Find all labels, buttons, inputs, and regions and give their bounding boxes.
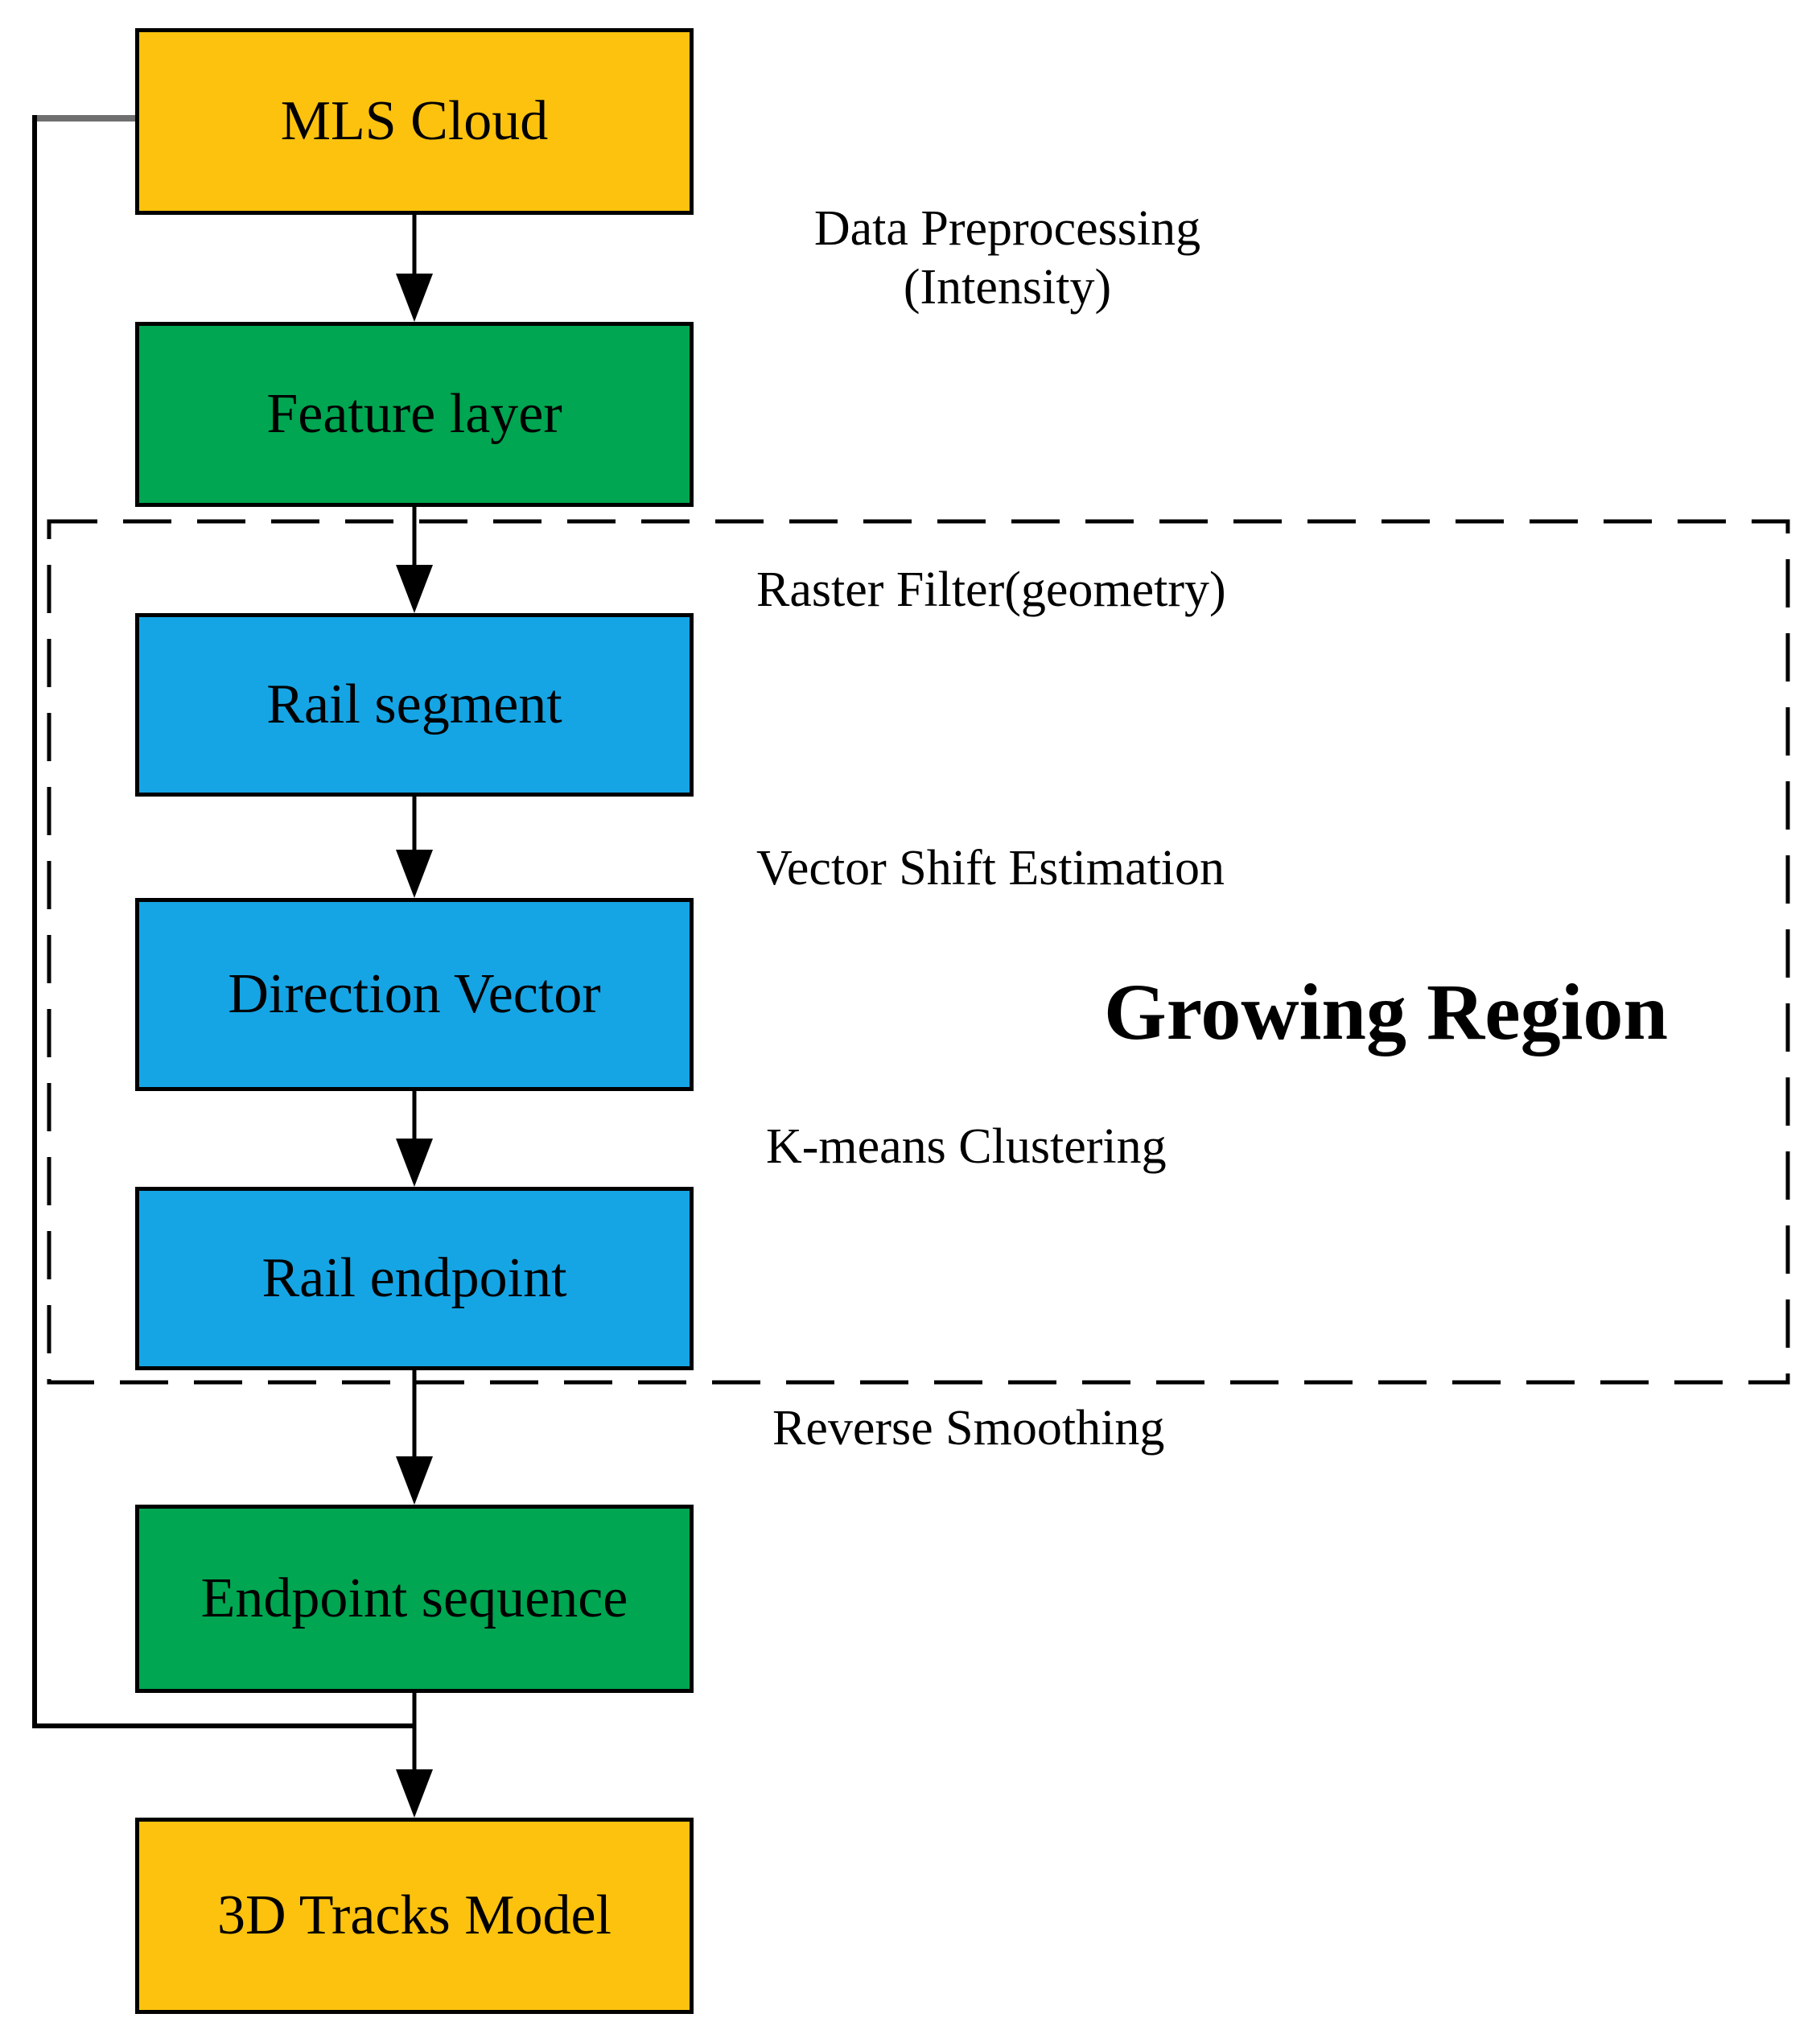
node-feature-layer-label: Feature layer <box>266 383 562 445</box>
annotation-vector-shift-estimation: Vector Shift Estimation <box>756 841 1225 896</box>
feedback-loop-line <box>32 115 414 1728</box>
node-3d-tracks-model-label: 3D Tracks Model <box>216 1884 612 1946</box>
annotation-raster-filter: Raster Filter(geometry) <box>756 562 1226 617</box>
arrow-sequence-to-model-head <box>396 1769 433 1818</box>
node-direction-vector: Direction Vector <box>135 898 694 1091</box>
node-mls-cloud: MLS Cloud <box>135 28 694 215</box>
node-endpoint-sequence: Endpoint sequence <box>135 1505 694 1693</box>
node-3d-tracks-model: 3D Tracks Model <box>135 1818 694 2014</box>
arrow-direction-to-endpoint-head <box>396 1139 433 1187</box>
annotation-reverse-smoothing: Reverse Smoothing <box>772 1401 1165 1456</box>
node-mls-cloud-label: MLS Cloud <box>280 90 549 152</box>
node-rail-segment: Rail segment <box>135 613 694 797</box>
annotation-data-preprocessing-line2: (Intensity) <box>903 260 1112 315</box>
node-rail-endpoint: Rail endpoint <box>135 1187 694 1370</box>
node-direction-vector-label: Direction Vector <box>228 963 601 1025</box>
arrow-feature-to-railsegment-head <box>396 565 433 613</box>
growing-region-title: Growing Region <box>1104 967 1668 1056</box>
arrow-railsegment-to-direction-head <box>396 850 433 898</box>
growing-region-dashed-border <box>47 519 1790 1385</box>
annotation-data-preprocessing: Data Preprocessing (Intensity) <box>758 200 1257 317</box>
node-endpoint-sequence-label: Endpoint sequence <box>200 1567 628 1629</box>
annotation-kmeans-clustering: K-means Clustering <box>766 1119 1167 1174</box>
node-rail-endpoint-label: Rail endpoint <box>261 1247 567 1309</box>
node-rail-segment-label: Rail segment <box>266 673 562 735</box>
arrow-mls-to-feature-head <box>396 274 433 322</box>
node-feature-layer: Feature layer <box>135 322 694 507</box>
annotation-data-preprocessing-line1: Data Preprocessing <box>813 201 1201 256</box>
arrow-endpoint-to-sequence-head <box>396 1456 433 1505</box>
